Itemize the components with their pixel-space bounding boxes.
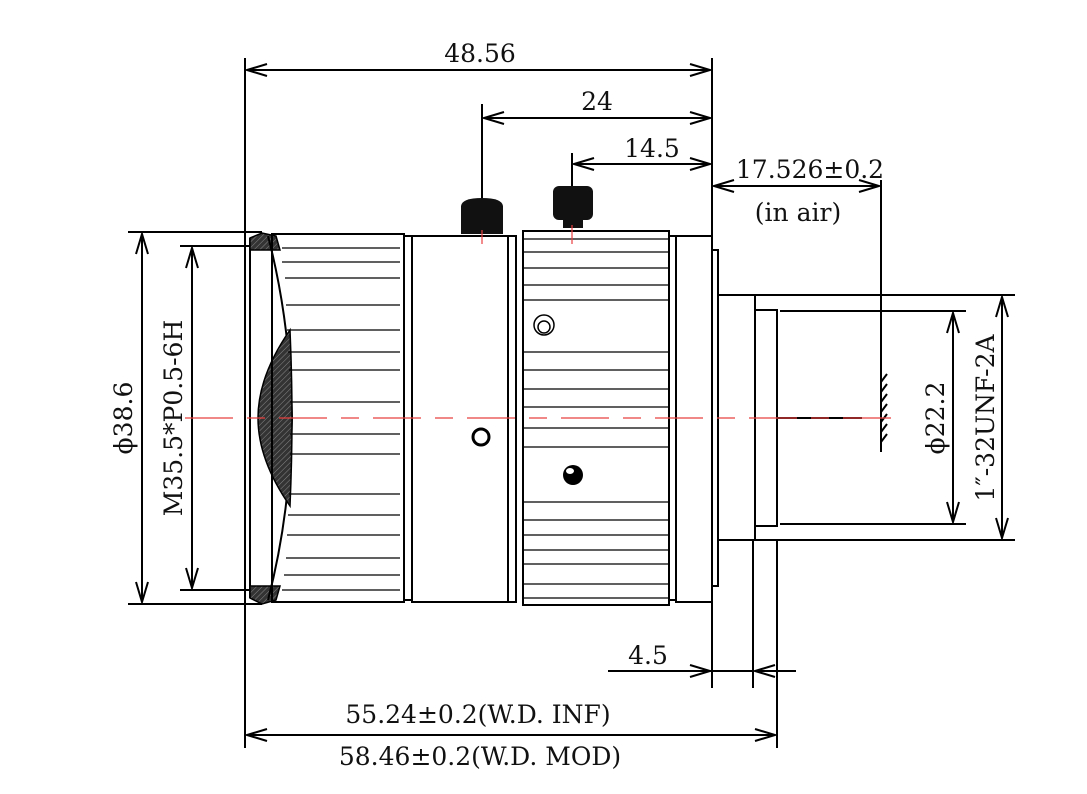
label-overall-length: 48.56 [444, 39, 516, 68]
label-total-length-mod: 58.46±0.2(W.D. MOD) [339, 742, 621, 771]
index-mark-icon [533, 314, 555, 336]
dim-mount-thread: 1″-32UNF-2A [755, 294, 1015, 541]
dim-iris-knob-offset: 14.5 [574, 134, 710, 164]
label-iris-knob-offset: 14.5 [624, 134, 680, 163]
label-mount-thread: 1″-32UNF-2A [971, 334, 1000, 502]
dim-front-diameter: ϕ38.6 [109, 231, 262, 605]
image-plane-icon [880, 373, 888, 452]
lens-iris-ring [522, 230, 713, 606]
label-filter-thread: M35.5*P0.5-6H [159, 320, 188, 517]
lens-barrel-middle [411, 235, 517, 603]
label-front-diameter: ϕ38.6 [109, 382, 138, 455]
label-flange-back: 17.526±0.2 [736, 155, 884, 184]
iris-lock-knob [553, 186, 593, 244]
dim-rear-diameter: ϕ22.2 [780, 310, 966, 525]
screw-hole-icon [471, 427, 491, 447]
dim-filter-thread: M35.5*P0.5-6H [159, 245, 258, 591]
label-mount-length: 4.5 [628, 641, 668, 670]
dim-total-length: 55.24±0.2(W.D. INF) 58.46±0.2(W.D. MOD) [247, 700, 775, 771]
focus-lock-knob [461, 198, 503, 244]
label-rear-diameter: ϕ22.2 [921, 382, 950, 455]
dim-overall-length: 48.56 [247, 39, 710, 70]
label-flange-back-note: (in air) [755, 198, 841, 227]
label-total-length-inf: 55.24±0.2(W.D. INF) [345, 700, 610, 729]
dim-flange-back: 17.526±0.2 (in air) [714, 155, 884, 227]
dim-focus-knob-offset: 24 [484, 87, 710, 118]
label-focus-knob-offset: 24 [581, 87, 613, 116]
set-screw-icon [563, 465, 583, 485]
dim-mount-length: 4.5 [608, 641, 796, 671]
